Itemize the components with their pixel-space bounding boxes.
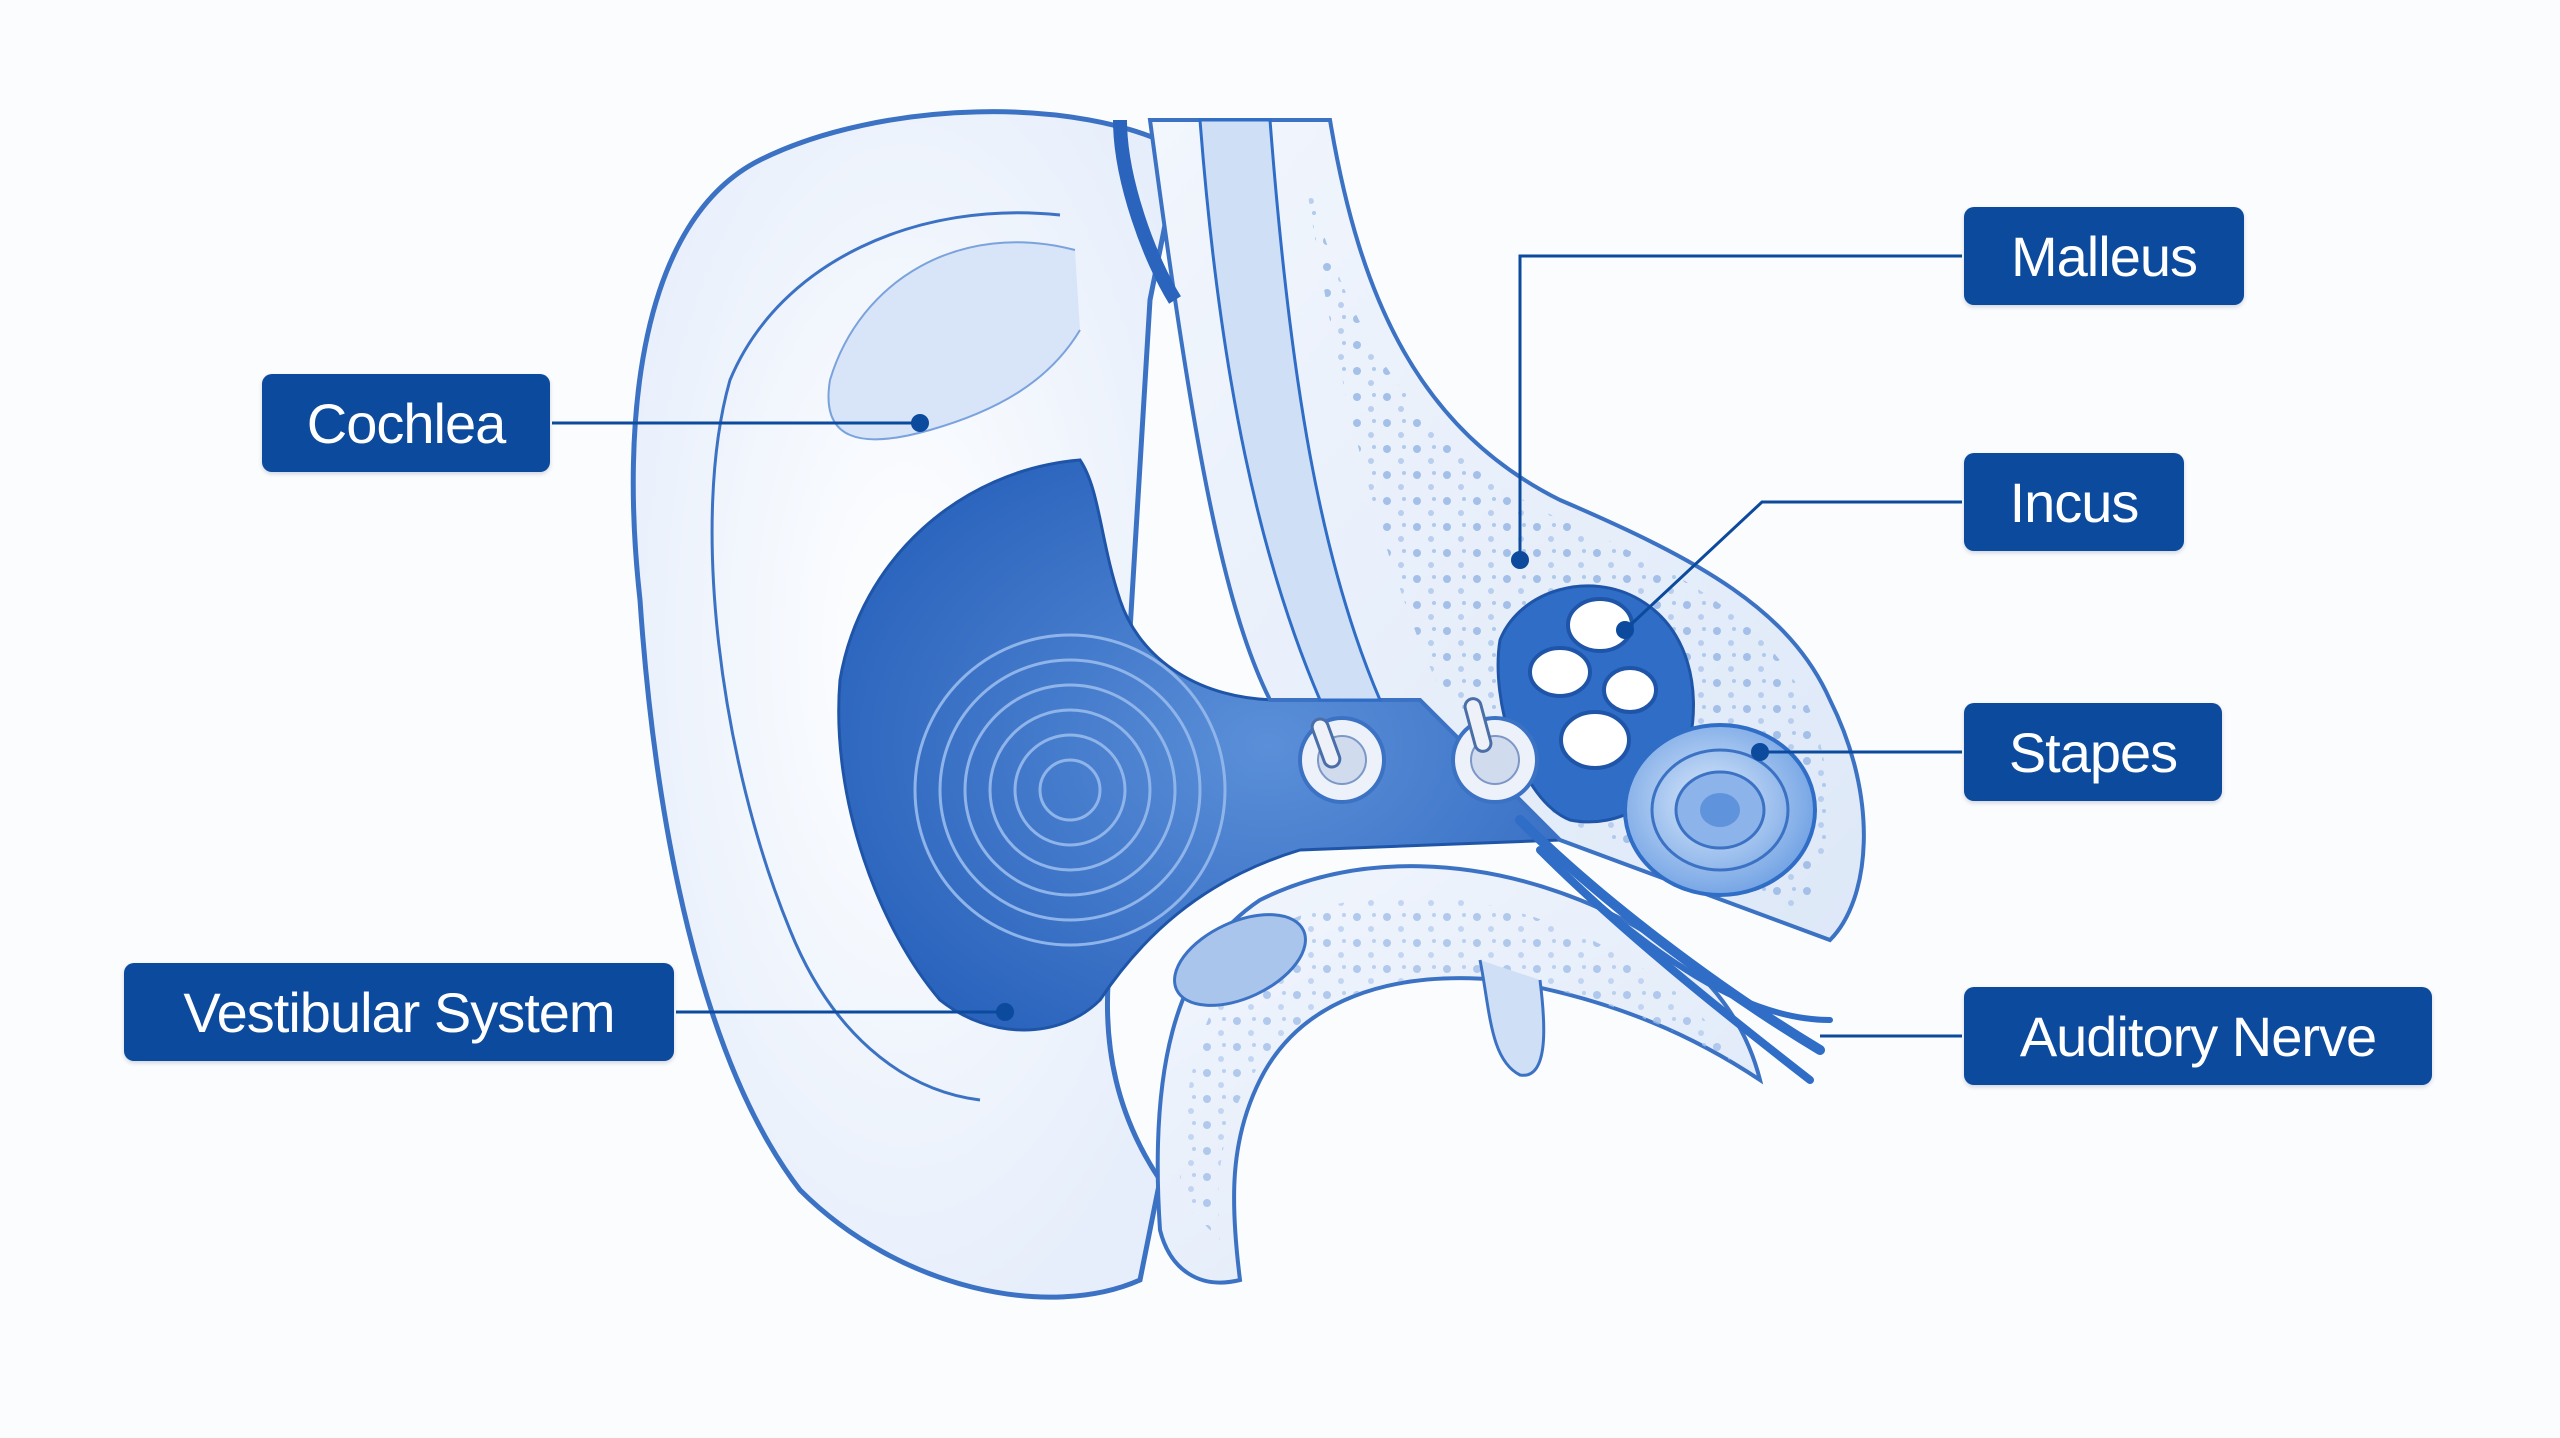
leader-dots [911, 414, 1769, 1021]
ossicle-stud-2 [1451, 697, 1539, 804]
bone-pores-lower [1180, 896, 1730, 1240]
bone-pores-upper [1300, 140, 1829, 910]
leader-malleus [1518, 254, 1962, 560]
cochlea-spiral [1623, 723, 1817, 897]
malleus-label: Malleus [1964, 207, 2244, 305]
vestibular-system-label: Vestibular System [124, 963, 674, 1061]
leader-lines [552, 254, 1962, 1038]
lower-bone-hook [1478, 959, 1546, 1077]
leader-incus [1623, 500, 1962, 632]
concha-spiral [913, 633, 1227, 947]
semicircular-canals [1528, 597, 1658, 770]
stapes-label: Stapes [1964, 703, 2222, 801]
nerve-bundle [1515, 815, 1833, 1084]
auditory-nerve-label: Auditory Nerve [1964, 987, 2432, 1085]
helix-fold [710, 211, 1061, 1102]
oval-cavity [1173, 913, 1307, 1007]
ossicle-stud-1 [1298, 716, 1386, 804]
ear-canal-strip [1198, 118, 1383, 702]
incus-label: Incus [1964, 453, 2184, 551]
canal-blue-line [1113, 119, 1181, 304]
cochlea-label: Cochlea [262, 374, 550, 472]
